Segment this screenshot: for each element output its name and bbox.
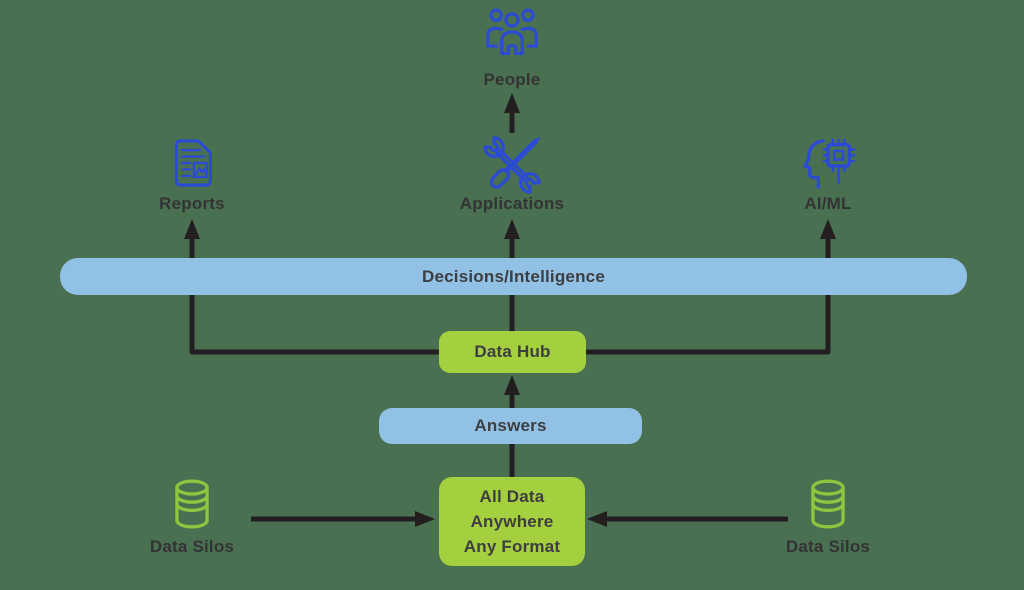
data-silos-left-label: Data Silos <box>149 537 235 556</box>
data-hub-box: Data Hub <box>439 331 586 373</box>
arrowhead-silo-right <box>587 511 607 527</box>
all-data-line-3: Any Format <box>463 537 561 556</box>
arrowhead-aiml <box>820 219 836 239</box>
data-hub-label: Data Hub <box>474 342 551 361</box>
people-label: People <box>483 70 541 89</box>
database-cylinder-icon-left <box>175 479 209 529</box>
report-document-icon <box>174 139 212 187</box>
arrowhead-reports <box>184 219 200 239</box>
people-group-icon <box>486 8 538 58</box>
aiml-label: AI/ML <box>804 194 852 213</box>
all-data-line-1: All Data <box>479 487 545 506</box>
branch-left <box>189 295 439 355</box>
database-cylinder-icon-right <box>811 479 845 529</box>
applications-label: Applications <box>459 194 565 213</box>
decisions-intelligence-bar: Decisions/Intelligence <box>60 258 967 295</box>
data-silos-right-label: Data Silos <box>785 537 871 556</box>
arrowhead-silo-left <box>415 511 435 527</box>
answers-label: Answers <box>474 416 547 435</box>
head-with-chip-icon <box>803 138 856 189</box>
branch-right <box>586 295 831 355</box>
arrowhead-datahub <box>504 375 520 395</box>
all-data-line-2: Anywhere <box>470 512 554 531</box>
reports-label: Reports <box>159 194 225 213</box>
answers-box: Answers <box>379 408 642 444</box>
all-data-box: All Data Anywhere Any Format <box>439 477 585 566</box>
decisions-intelligence-label: Decisions/Intelligence <box>422 266 605 286</box>
crossed-tools-icon <box>483 136 541 194</box>
arrowhead-applications <box>504 219 520 239</box>
arrowhead-people <box>504 93 520 113</box>
